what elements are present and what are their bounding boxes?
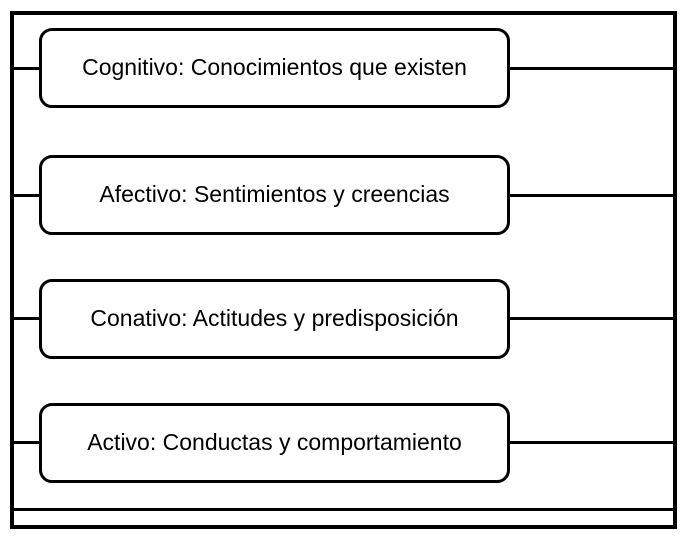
bottom-divider-line [10, 508, 677, 511]
connector-right-conativo [508, 317, 677, 320]
connector-left-conativo [10, 317, 40, 320]
outer-frame [10, 11, 677, 529]
connector-right-activo [508, 441, 677, 444]
node-box-cognitivo: Cognitivo: Conocimientos que existen [39, 28, 510, 108]
connector-left-activo [10, 441, 40, 444]
node-box-afectivo: Afectivo: Sentimientos y creencias [39, 155, 510, 235]
connector-left-afectivo [10, 194, 40, 197]
connector-right-afectivo [508, 194, 677, 197]
node-label-conativo: Conativo: Actitudes y predisposición [90, 305, 459, 332]
connector-right-cognitivo [508, 67, 677, 70]
node-box-conativo: Conativo: Actitudes y predisposición [39, 279, 510, 359]
node-box-activo: Activo: Conductas y comportamiento [39, 403, 510, 483]
node-label-cognitivo: Cognitivo: Conocimientos que existen [82, 54, 467, 81]
connector-left-cognitivo [10, 67, 40, 70]
node-label-afectivo: Afectivo: Sentimientos y creencias [99, 181, 450, 208]
node-label-activo: Activo: Conductas y comportamiento [87, 429, 462, 456]
